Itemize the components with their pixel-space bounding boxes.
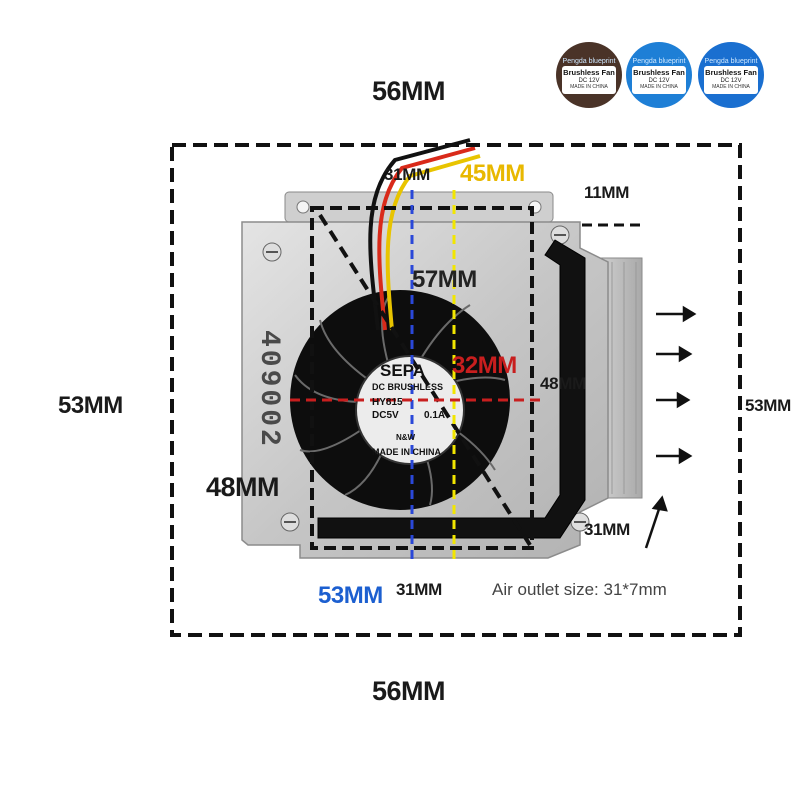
fan-type: DC BRUSHLESS <box>372 382 443 392</box>
fan-label-text: SEPA DC BRUSHLESS HY815 DC5V 0.1A N&W MA… <box>372 361 445 457</box>
brand-badge-2: Pengda blueprint Brushless Fan DC 12V MA… <box>626 42 692 108</box>
bottom-outer-width-label: 56MM <box>372 676 446 706</box>
fan-diagonal-top-label: 45MM <box>460 160 525 187</box>
fan-voltage: DC5V <box>372 410 399 421</box>
fan-code: N&W <box>396 433 416 442</box>
fan-diagonal-line <box>318 213 532 547</box>
air-outlet-note: Air outlet size: 31*7mm <box>492 580 667 599</box>
badge-origin: MADE IN CHINA <box>712 84 750 90</box>
part-number: 409002 <box>253 330 284 449</box>
heat-pipe <box>317 239 586 539</box>
badge-origin: MADE IN CHINA <box>570 84 608 90</box>
badge-origin: MADE IN CHINA <box>640 84 678 90</box>
fan-dimension-frame <box>310 206 534 550</box>
brand-badge-3: Pengda blueprint Brushless Fan DC 12V MA… <box>698 42 764 108</box>
fan-height-right-label: 48MM <box>540 374 587 393</box>
fan-width-bottom-label: 31MM <box>396 580 443 599</box>
airflow-arrows <box>644 305 697 549</box>
badge-brand: Pengda blueprint <box>632 58 686 65</box>
fan-center-width-label: 32MM <box>452 352 517 379</box>
badge-title: Brushless Fan <box>705 68 757 77</box>
fan-height-left-label: 48MM <box>206 472 280 502</box>
fan-bottom-width-label: 53MM <box>318 582 383 609</box>
fan-model: HY815 <box>372 397 403 408</box>
outer-dimension-frame <box>170 143 742 637</box>
left-outer-height-label: 53MM <box>58 392 123 419</box>
fan-brand: SEPA <box>380 361 425 380</box>
brand-badge-1: Pengda blueprint Brushless Fan DC 12V MA… <box>556 42 622 108</box>
outlet-top-label: 11MM <box>584 183 630 202</box>
right-outer-height-label: 53MM <box>745 396 792 415</box>
fan-current: 0.1A <box>424 410 445 421</box>
fan-diagonal-label: 57MM <box>412 266 477 293</box>
outlet-height-label: 31MM <box>584 520 631 539</box>
badge-brand: Pengda blueprint <box>704 58 758 65</box>
badge-spec: DC 12V <box>720 78 742 84</box>
badge-brand: Pengda blueprint <box>562 58 616 65</box>
badge-spec: DC 12V <box>648 78 670 84</box>
fan-hub-label <box>355 355 465 465</box>
fan-width-top-label: 31MM <box>384 165 431 184</box>
top-outer-width-label: 56MM <box>372 76 446 106</box>
badge-spec: DC 12V <box>578 78 600 84</box>
fan-origin: MADE IN CHINA <box>372 447 441 457</box>
badge-title: Brushless Fan <box>563 68 615 77</box>
badge-title: Brushless Fan <box>633 68 685 77</box>
